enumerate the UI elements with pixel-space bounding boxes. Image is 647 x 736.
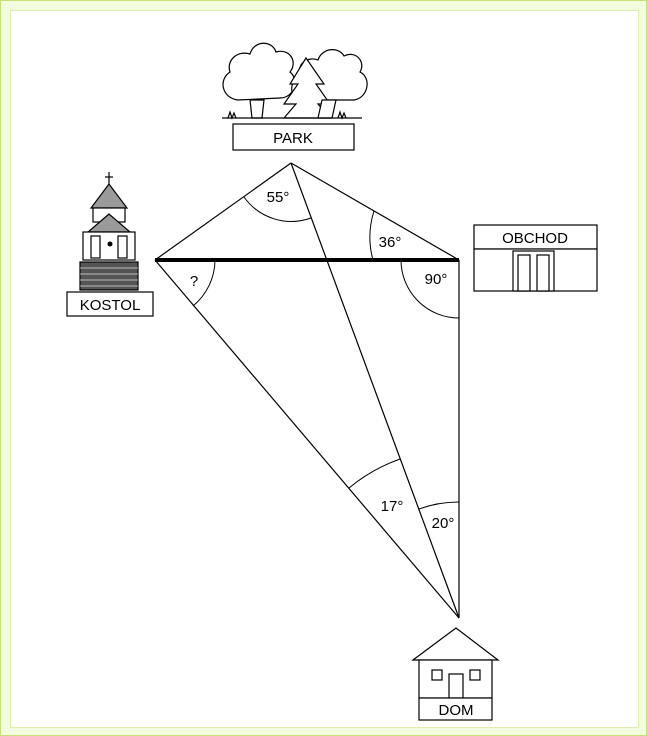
house-label: DOM xyxy=(439,702,474,719)
line-park-home xyxy=(290,162,460,619)
line-park-shop xyxy=(290,162,460,261)
arc-shop-bottom xyxy=(400,259,460,319)
shop-label: OBCHOD xyxy=(502,230,568,247)
angle-church-label: ? xyxy=(190,273,198,290)
house-icon xyxy=(411,627,500,699)
line-church-park xyxy=(154,162,292,261)
park-label: PARK xyxy=(273,130,313,147)
arc-home-left xyxy=(348,458,401,489)
church-sign xyxy=(66,291,154,317)
line-church-home xyxy=(154,259,460,619)
angle-home-left-label: 17° xyxy=(381,498,404,515)
church-label: KOSTOL xyxy=(80,297,141,314)
angle-home-right-label: 20° xyxy=(432,515,455,532)
arc-shop-top xyxy=(369,210,375,261)
park-sign xyxy=(232,123,355,151)
angle-shop-bottom-label: 90° xyxy=(425,271,448,288)
church-icon xyxy=(79,172,139,291)
arc-home-right xyxy=(418,501,460,510)
angle-shop-top-label: 36° xyxy=(379,234,402,251)
shop-building-icon xyxy=(473,248,598,292)
arc-church xyxy=(192,259,216,307)
house-sign xyxy=(418,697,493,721)
arc-park xyxy=(243,196,312,222)
park-trees-icon xyxy=(222,42,368,120)
shop-sign xyxy=(473,224,598,250)
angle-park-label: 55° xyxy=(267,189,290,206)
